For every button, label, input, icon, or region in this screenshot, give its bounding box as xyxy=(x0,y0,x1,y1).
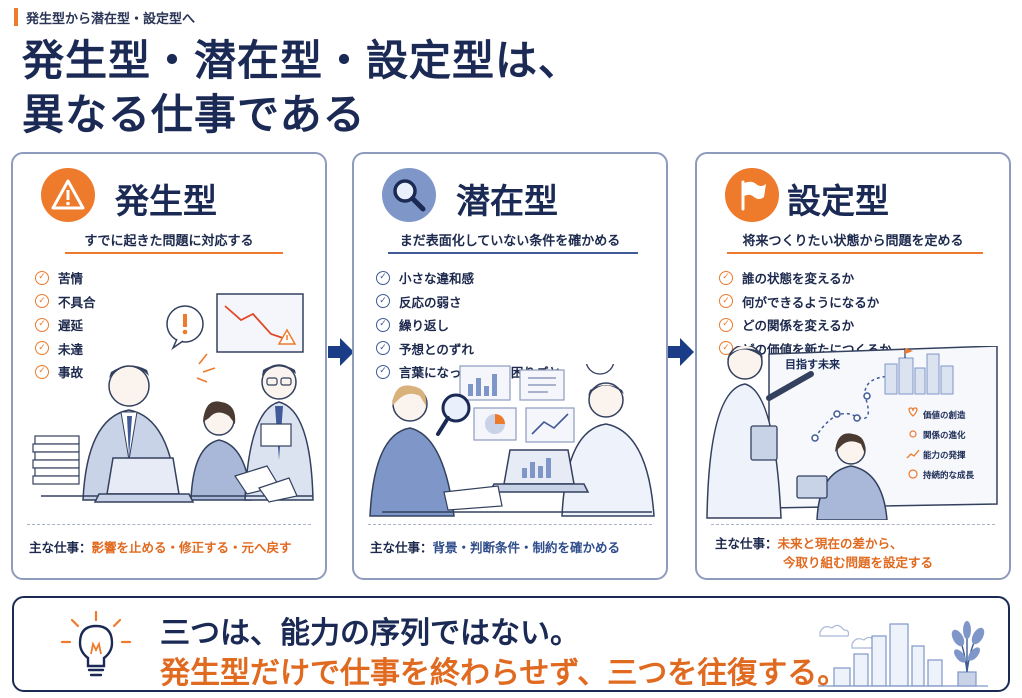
summary-line1: 三つは、能力の序列ではない。 xyxy=(160,616,580,651)
future-planning-illustration: 目指す未来 価値の創造 関係の進化 能力の発揮 持続的な成長 xyxy=(706,346,998,520)
check-icon: ✓ xyxy=(719,270,733,285)
card-divider xyxy=(711,524,995,525)
card-occurrence-type: 発生型 すでに起きた問題に対応する ✓苦情 ✓不具合 ✓遅延 ✓未達 ✓事故 xyxy=(11,152,327,580)
check-icon: ✓ xyxy=(35,364,49,379)
board-item-3: 能力の発揮 xyxy=(923,450,966,461)
list-item: ✓不具合 xyxy=(35,290,96,314)
list-item: ✓小さな違和感 xyxy=(376,266,561,290)
main-work: 主な仕事：影響を止める・修正する・元へ戻す xyxy=(29,537,292,556)
card-latent-type: 潜在型 まだ表面化していない条件を確かめる ✓小さな違和感 ✓反応の弱さ ✓繰り… xyxy=(352,152,668,580)
subtitle-underline xyxy=(388,252,638,254)
warning-icon xyxy=(41,168,95,222)
list-item: ✓誰の状態を変えるか xyxy=(719,266,892,290)
office-trouble-illustration xyxy=(32,293,314,503)
main-work-label: 主な仕事： xyxy=(715,536,778,551)
list-item: ✓予想とのずれ xyxy=(376,337,561,361)
summary-line2: 発生型だけで仕事を終わらせず、三つを往復する。 xyxy=(160,656,848,691)
subtitle-underline xyxy=(727,252,983,254)
city-skyline-icon xyxy=(818,621,988,687)
card-header: 発生型 xyxy=(13,168,325,228)
cycle-icon xyxy=(908,469,918,479)
list-item: ✓遅延 xyxy=(35,313,96,337)
subtitle-underline xyxy=(65,252,283,254)
check-icon: ✓ xyxy=(35,270,49,285)
lightbulb-icon xyxy=(60,610,132,677)
card-setting-type: 設定型 将来つくりたい状態から問題を定める ✓誰の状態を変えるか ✓何ができるよ… xyxy=(695,152,1011,580)
main-work: 主な仕事：未来と現在の差から、 今取り組む問題を設定する xyxy=(715,534,933,572)
analysis-illustration xyxy=(369,364,655,517)
check-icon: ✓ xyxy=(376,364,390,379)
main-work-value-line2: 今取り組む問題を設定する xyxy=(783,555,934,570)
arrow-right-icon xyxy=(328,338,354,366)
list-item: ✓何ができるようになるか xyxy=(719,290,892,314)
check-icon: ✓ xyxy=(719,317,733,332)
check-icon: ✓ xyxy=(35,294,49,309)
breadcrumb-accent-bar xyxy=(14,8,18,26)
main-work-value-line1: 未来と現在の差から、 xyxy=(777,536,903,551)
list-item: ✓未達 xyxy=(35,337,96,361)
magnifier-icon xyxy=(382,168,436,222)
list-item: ✓反応の弱さ xyxy=(376,290,561,314)
page-title-line2: 異なる仕事である xyxy=(22,90,366,139)
board-title: 目指す未来 xyxy=(785,357,841,371)
breadcrumb: 発生型から潜在型・設定型へ xyxy=(14,7,195,27)
board-item-2: 関係の進化 xyxy=(923,430,966,441)
checklist: ✓苦情 ✓不具合 ✓遅延 ✓未達 ✓事故 xyxy=(35,266,96,384)
main-work-label: 主な仕事： xyxy=(370,540,433,555)
page-title: 発生型・潜在型・設定型は、 異なる仕事である xyxy=(22,34,581,142)
list-item: ✓苦情 xyxy=(35,266,96,290)
main-work-value: 背景・判断条件・制約を確かめる xyxy=(432,540,621,555)
card-subtitle: すでに起きた問題に対応する xyxy=(84,234,254,249)
list-item: ✓事故 xyxy=(35,360,96,384)
list-item: ✓どの関係を変えるか xyxy=(719,313,892,337)
main-work-value: 影響を止める・修正する・元へ戻す xyxy=(91,540,292,555)
check-icon: ✓ xyxy=(35,341,49,356)
check-icon: ✓ xyxy=(376,317,390,332)
check-icon: ✓ xyxy=(719,341,733,356)
check-icon: ✓ xyxy=(376,341,390,356)
summary-banner: 三つは、能力の序列ではない。 発生型だけで仕事を終わらせず、三つを往復する。 xyxy=(12,596,1010,692)
heart-icon xyxy=(908,407,918,417)
check-icon: ✓ xyxy=(376,270,390,285)
card-subtitle: まだ表面化していない条件を確かめる xyxy=(399,234,621,249)
list-item: ✓繰り返し xyxy=(376,313,561,337)
check-icon: ✓ xyxy=(376,294,390,309)
card-header: 設定型 xyxy=(697,168,1009,228)
people-icon xyxy=(909,430,917,438)
board-item-1: 価値の創造 xyxy=(922,410,966,421)
breadcrumb-text: 発生型から潜在型・設定型へ xyxy=(26,11,196,27)
card-divider xyxy=(368,524,652,525)
growth-icon xyxy=(906,449,920,459)
page-title-line1: 発生型・潜在型・設定型は、 xyxy=(22,36,582,85)
main-work: 主な仕事：背景・判断条件・制約を確かめる xyxy=(370,537,620,556)
check-icon: ✓ xyxy=(35,317,49,332)
card-title: 潜在型 xyxy=(456,182,558,222)
card-divider xyxy=(27,524,311,525)
card-header: 潜在型 xyxy=(354,168,666,228)
check-icon: ✓ xyxy=(719,294,733,309)
flag-icon xyxy=(725,168,779,222)
card-title: 設定型 xyxy=(787,182,889,222)
main-work-label: 主な仕事： xyxy=(29,540,92,555)
arrow-right-icon xyxy=(668,338,694,366)
board-item-4: 持続的な成長 xyxy=(923,470,975,481)
card-subtitle: 将来つくりたい状態から問題を定める xyxy=(742,234,964,249)
card-title: 発生型 xyxy=(115,182,217,222)
